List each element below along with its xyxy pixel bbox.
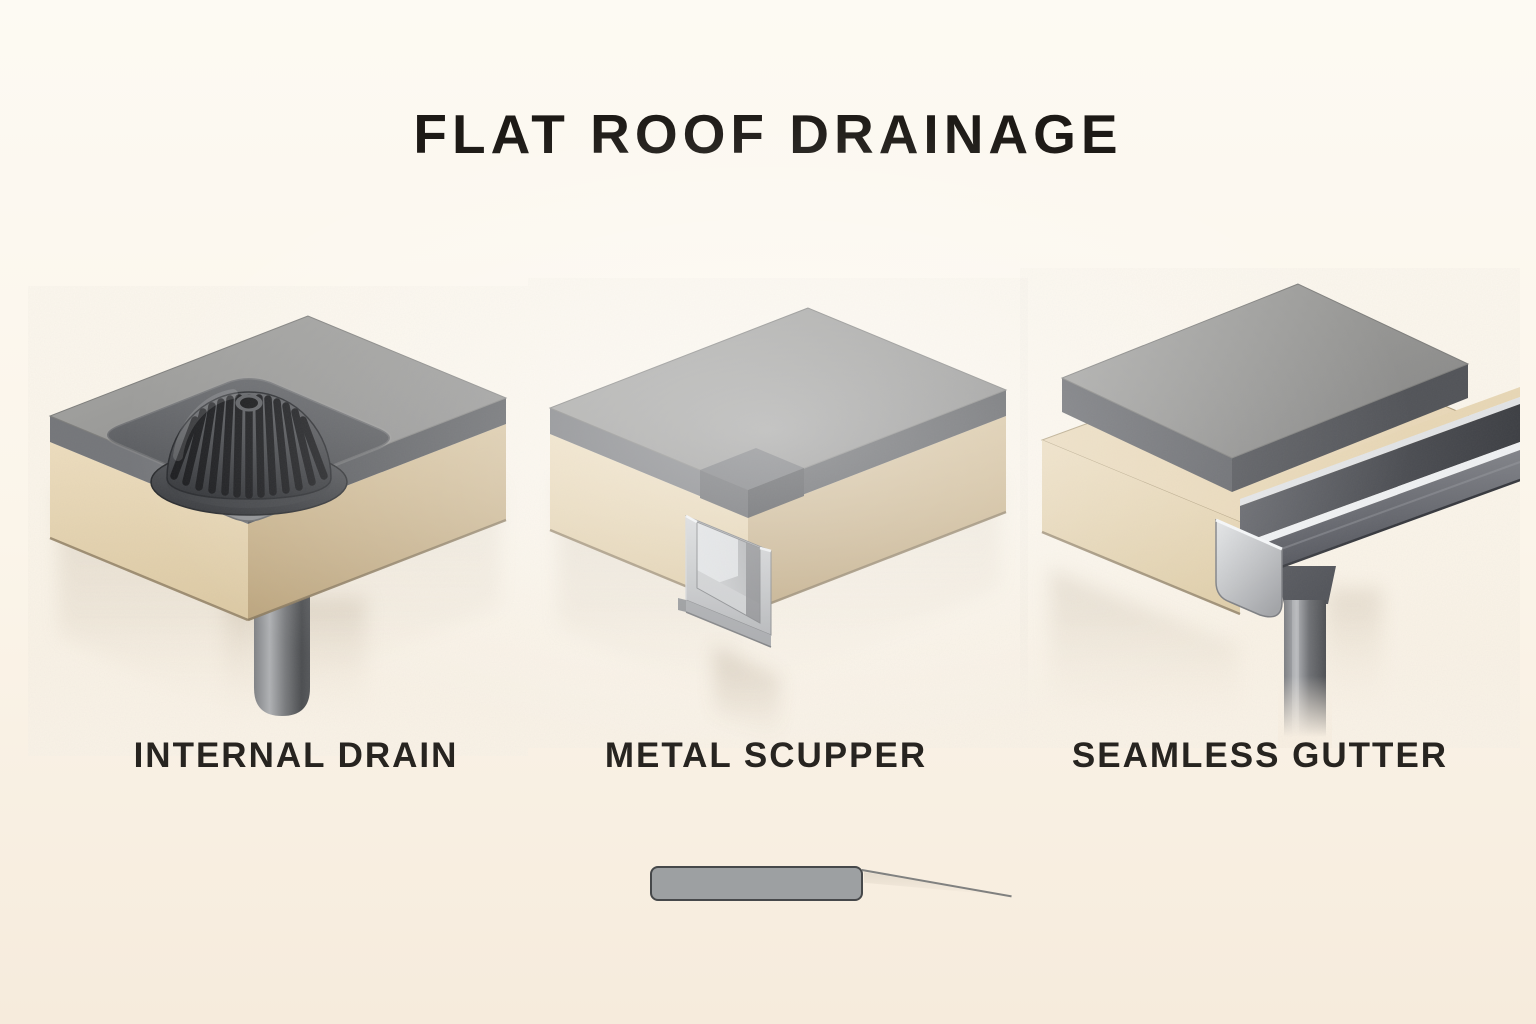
metal-scupper-label: METAL SCUPPER: [604, 736, 928, 775]
internal-drain-label: INTERNAL DRAIN: [133, 736, 459, 775]
texture-grain: [28, 286, 528, 756]
metal-scupper-illustration: [528, 278, 1028, 748]
metal-scupper-figure: [528, 278, 1028, 748]
page-title: FLAT ROOF DRAINAGE: [413, 103, 1123, 165]
internal-drain-illustration: [28, 286, 528, 756]
texture-grain: [528, 278, 1028, 748]
texture-grain: [1020, 268, 1520, 748]
membrane-swatch: [650, 866, 863, 901]
seamless-gutter-illustration: [1020, 268, 1520, 748]
seamless-gutter-label: SEAMLESS GUTTER: [1071, 736, 1449, 775]
internal-drain-figure: [28, 286, 528, 756]
seamless-gutter-figure: [1020, 268, 1520, 748]
